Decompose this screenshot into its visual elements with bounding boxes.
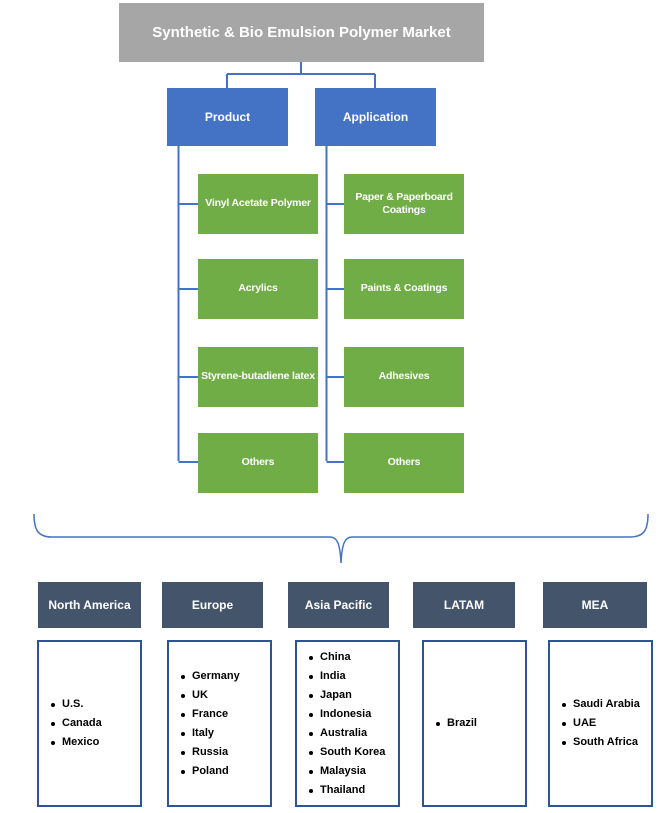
list-item: South Africa <box>562 733 649 752</box>
branch-product: Product <box>167 88 288 146</box>
list-item: Japan <box>309 686 396 705</box>
list-item: Australia <box>309 724 396 743</box>
list-item: UAE <box>562 714 649 733</box>
list-item: France <box>181 705 268 724</box>
list-item: Brazil <box>436 714 523 733</box>
leaf-vinyl-acetate-polymer: Vinyl Acetate Polymer <box>198 174 318 234</box>
list-item: Indonesia <box>309 705 396 724</box>
list-item: South Korea <box>309 743 396 762</box>
region-header-north-america: North America <box>38 582 141 628</box>
list-item: Russia <box>181 743 268 762</box>
list-item: Italy <box>181 724 268 743</box>
list-item: India <box>309 667 396 686</box>
diagram-title: Synthetic & Bio Emulsion Polymer Market <box>119 3 484 62</box>
list-item: Saudi Arabia <box>562 695 649 714</box>
branch-application: Application <box>315 88 436 146</box>
leaf-paper-paperboard-coatings: Paper & Paperboard Coatings <box>344 174 464 234</box>
list-item: Germany <box>181 667 268 686</box>
list-item: U.S. <box>51 695 138 714</box>
list-item: Mexico <box>51 733 138 752</box>
region-header-mea: MEA <box>543 582 647 628</box>
list-item: Poland <box>181 762 268 781</box>
leaf-application-others: Others <box>344 433 464 493</box>
region-header-europe: Europe <box>162 582 263 628</box>
list-item: UK <box>181 686 268 705</box>
region-header-asia-pacific: Asia Pacific <box>288 582 389 628</box>
leaf-paints-coatings: Paints & Coatings <box>344 259 464 319</box>
list-item: Canada <box>51 714 138 733</box>
brace <box>33 513 649 564</box>
leaf-product-others: Others <box>198 433 318 493</box>
leaf-adhesives: Adhesives <box>344 347 464 407</box>
leaf-styrene-butadiene-latex: Styrene-butadiene latex <box>198 347 318 407</box>
region-list-europe: Germany UK France Italy Russia Poland <box>167 640 272 807</box>
region-list-latam: Brazil <box>422 640 527 807</box>
list-item: Malaysia <box>309 762 396 781</box>
list-item: Thailand <box>309 781 396 800</box>
list-item: China <box>309 648 396 667</box>
region-header-latam: LATAM <box>413 582 515 628</box>
region-list-north-america: U.S. Canada Mexico <box>37 640 142 807</box>
region-list-mea: Saudi Arabia UAE South Africa <box>548 640 653 807</box>
leaf-acrylics: Acrylics <box>198 259 318 319</box>
region-list-asia-pacific: China India Japan Indonesia Australia So… <box>295 640 400 807</box>
